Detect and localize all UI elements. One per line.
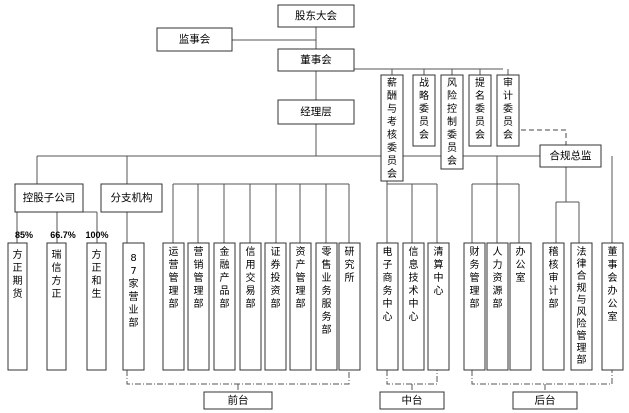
department-box: 信息技术中心 (402, 242, 425, 371)
subsidiaries-box-label: 控股子公司 (23, 191, 76, 204)
department-box: 人力资源部 (486, 242, 509, 371)
compliance-director-box: 合规总监 (539, 144, 602, 168)
department-box-label: 运营管理部 (169, 246, 179, 310)
department-box: 资产管理部 (289, 242, 312, 371)
committee-box: 薪酬与考核委员会 (380, 74, 404, 182)
connector-line (386, 370, 438, 385)
connector-line (349, 60, 503, 70)
group-back-box-label: 后台 (535, 394, 556, 407)
board-of-supervisors-box: 监事会 (156, 27, 233, 52)
shareholders-meeting-box: 股东大会 (277, 4, 355, 28)
department-box-label: 营销管理部 (194, 245, 204, 310)
department-box: 信用交易部 (239, 242, 262, 371)
subsidiary-box-label: 方正期货 (13, 248, 23, 300)
committee-box: 审计委员会 (496, 74, 520, 147)
subsidiary-box-label: 瑞信方正 (52, 249, 62, 300)
group-front-box: 前台 (203, 391, 273, 410)
department-box-label: 证券投资部 (271, 246, 281, 310)
department-box: 营销管理部 (187, 242, 210, 371)
group-middle-box-label: 中台 (402, 394, 423, 407)
ownership-percent: 66.7% (50, 230, 76, 240)
subsidiaries-box: 控股子公司 (14, 183, 84, 213)
board-of-directors-box-label: 董事会 (300, 53, 332, 66)
board-of-supervisors-box-label: 监事会 (179, 33, 211, 46)
compliance-director-box-label: 合规总监 (550, 149, 592, 162)
subsidiary-box-label: 方正和生 (92, 248, 102, 300)
department-box: 证券投资部 (264, 242, 287, 371)
department-box-label: 清算中心 (434, 245, 444, 297)
committee-box-label: 战略委员会 (419, 77, 429, 141)
department-box-label: 电子商务中心 (383, 245, 393, 323)
department-box-label: 信息技术中心 (409, 246, 419, 323)
subsidiary-box: 瑞信方正 (46, 242, 67, 371)
department-box-label: 稽核审计部 (549, 245, 559, 310)
department-box-label: 财务管理部 (470, 245, 480, 310)
department-box: 清算中心 (427, 242, 450, 371)
branch-offices-box-label: 分支机构 (111, 191, 153, 204)
department-box-label: 金融产品部 (220, 245, 230, 310)
department-box-label: 法律合规与风险管理部 (577, 245, 587, 366)
management-box-label: 经理层 (300, 105, 332, 118)
subsidiary-box: 方正期货 (7, 242, 28, 371)
department-box: 研究所 (338, 242, 361, 371)
connector-line (126, 370, 350, 385)
department-box: 稽核审计部 (542, 242, 565, 371)
committee-box: 战略委员会 (412, 74, 436, 147)
subsidiary-box: 方正和生 (86, 242, 107, 371)
committee-box: 风险控制委员会 (440, 74, 464, 170)
department-box-label: 董事会办公室 (608, 245, 618, 323)
department-box: 金融产品部 (213, 242, 236, 371)
committee-box-label: 薪酬与考核委员会 (387, 77, 397, 180)
committee-box-label: 提名委员会 (475, 77, 485, 141)
department-box-label: 资产管理部 (296, 246, 306, 310)
department-box-label: 办公室 (516, 245, 526, 284)
department-box: 零售业务服务部 (315, 242, 338, 371)
management-box: 经理层 (277, 99, 355, 125)
department-box-label: 研究所 (345, 246, 355, 284)
department-box-label: 人力资源部 (493, 246, 503, 310)
committee-box-label: 审计委员会 (503, 76, 513, 141)
department-box: 运营管理部 (162, 242, 185, 371)
committee-box-label: 风险控制委员会 (447, 77, 457, 167)
department-box: 电子商务中心 (376, 242, 399, 371)
group-middle-box: 中台 (379, 391, 445, 410)
department-box-label: 零售业务服务部 (322, 246, 332, 336)
group-front-box-label: 前台 (228, 394, 249, 407)
connector-line (521, 129, 567, 145)
board-of-directors-box: 董事会 (277, 48, 355, 72)
department-box: 董事会办公室 (601, 242, 624, 371)
ownership-percent: 85% (15, 230, 33, 240)
department-box: 法律合规与风险管理部 (570, 242, 593, 371)
group-back-box: 后台 (512, 391, 578, 410)
branch-offices-box: 分支机构 (100, 183, 163, 213)
department-box-label: 信用交易部 (246, 246, 256, 310)
ownership-percent: 100% (85, 230, 108, 240)
department-box: 财务管理部 (463, 242, 486, 371)
department-box: 办公室 (509, 242, 532, 371)
connector-line (471, 370, 613, 385)
committee-box: 提名委员会 (468, 74, 492, 147)
shareholders-meeting-box-label: 股东大会 (295, 9, 337, 22)
